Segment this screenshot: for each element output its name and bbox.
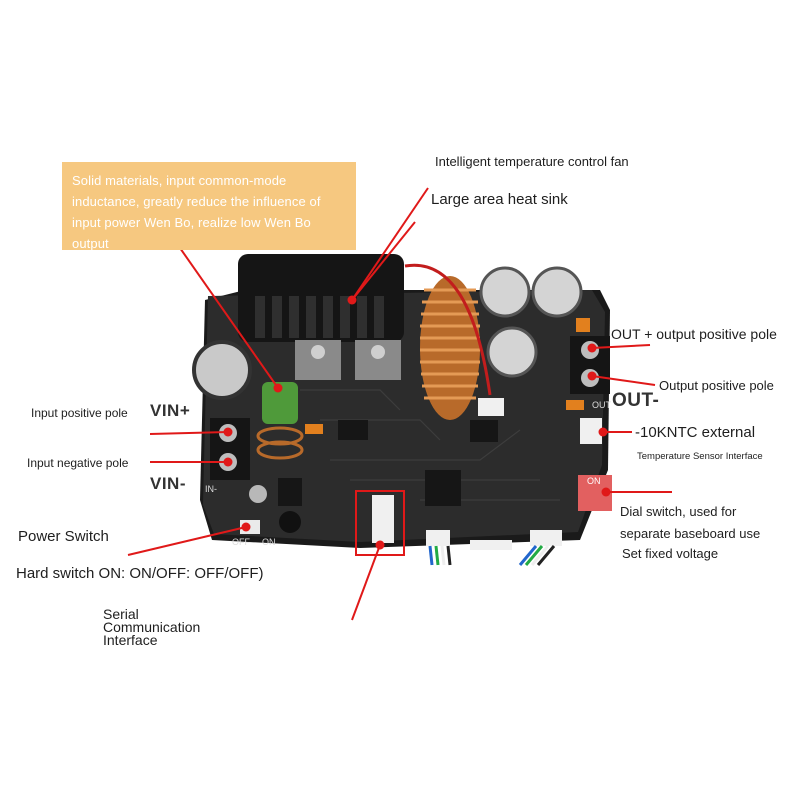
ntc-connector bbox=[580, 418, 602, 444]
label-out: OUT- bbox=[612, 390, 660, 411]
label-dial-1: Dial switch, used for bbox=[620, 504, 737, 519]
capacitor-3 bbox=[486, 326, 538, 378]
label-dial-2: separate baseboard use bbox=[620, 526, 761, 541]
label-vin-minus: VIN- bbox=[150, 474, 186, 493]
dip-on-mark: ON bbox=[587, 476, 601, 486]
heat-sink-fins bbox=[255, 296, 384, 338]
connector-bottom-1 bbox=[426, 530, 450, 546]
label-serial: Serial Communication Interface bbox=[103, 606, 201, 648]
label-ntc: -10KNTC external bbox=[635, 424, 756, 441]
label-power-switch: Power Switch bbox=[18, 528, 109, 545]
input-capacitor bbox=[192, 340, 252, 400]
board-out-mark: OUT bbox=[592, 400, 611, 410]
label-fan: Intelligent temperature control fan bbox=[435, 154, 629, 169]
common-mode-inductor bbox=[262, 382, 298, 424]
board-off-mark: OFF bbox=[232, 537, 250, 547]
label-output-positive: Output positive pole bbox=[659, 378, 774, 393]
serial-connector bbox=[372, 495, 394, 543]
callout-box: Solid materials, input common-mode induc… bbox=[62, 162, 356, 251]
label-heat-sink: Large area heat sink bbox=[431, 191, 568, 208]
fan-connector bbox=[478, 398, 504, 416]
mcu-chip bbox=[425, 470, 461, 506]
label-vin-plus: VIN+ bbox=[150, 401, 191, 420]
label-serial-2: Communication bbox=[103, 619, 201, 635]
pointer-lines bbox=[127, 187, 672, 621]
callout-line-3: input power Wen Bo, realize low Wen Bo bbox=[72, 215, 311, 230]
header-pins bbox=[470, 540, 512, 550]
label-hard-switch: Hard switch ON: ON/OFF: OFF/OFF) bbox=[16, 565, 264, 582]
label-serial-1: Serial bbox=[103, 606, 139, 622]
callout-line-2: inductance, greatly reduce the influence… bbox=[72, 194, 321, 209]
ic-chip-2 bbox=[278, 478, 302, 506]
label-input-positive: Input positive pole bbox=[31, 406, 128, 420]
label-input-negative: Input negative pole bbox=[27, 456, 129, 470]
serial-highlight-box bbox=[355, 490, 405, 556]
connector-bottom-2 bbox=[530, 530, 562, 546]
screw-2 bbox=[371, 345, 385, 359]
capacitor-1 bbox=[479, 266, 531, 318]
label-serial-3: Interface bbox=[103, 632, 158, 648]
board-on-mark: ON bbox=[262, 537, 276, 547]
callout-line-1: Solid materials, input common-mode bbox=[72, 173, 287, 188]
fan-wire bbox=[404, 263, 492, 396]
toroid-inductor bbox=[420, 276, 480, 420]
label-temp-sensor: Temperature Sensor Interface bbox=[637, 451, 763, 462]
label-out-plus: OUT + output positive pole bbox=[611, 326, 777, 342]
ic-chip-1 bbox=[338, 420, 368, 440]
label-dial-3: Set fixed voltage bbox=[622, 546, 719, 561]
ic-chip-3 bbox=[470, 420, 498, 442]
pointer-dots bbox=[223, 295, 611, 550]
callout-line-4: output bbox=[72, 236, 109, 251]
ribbon-wires bbox=[428, 545, 556, 566]
capacitor-2 bbox=[531, 266, 583, 318]
screw-1 bbox=[311, 345, 325, 359]
board-in-minus-mark: IN- bbox=[205, 484, 217, 494]
